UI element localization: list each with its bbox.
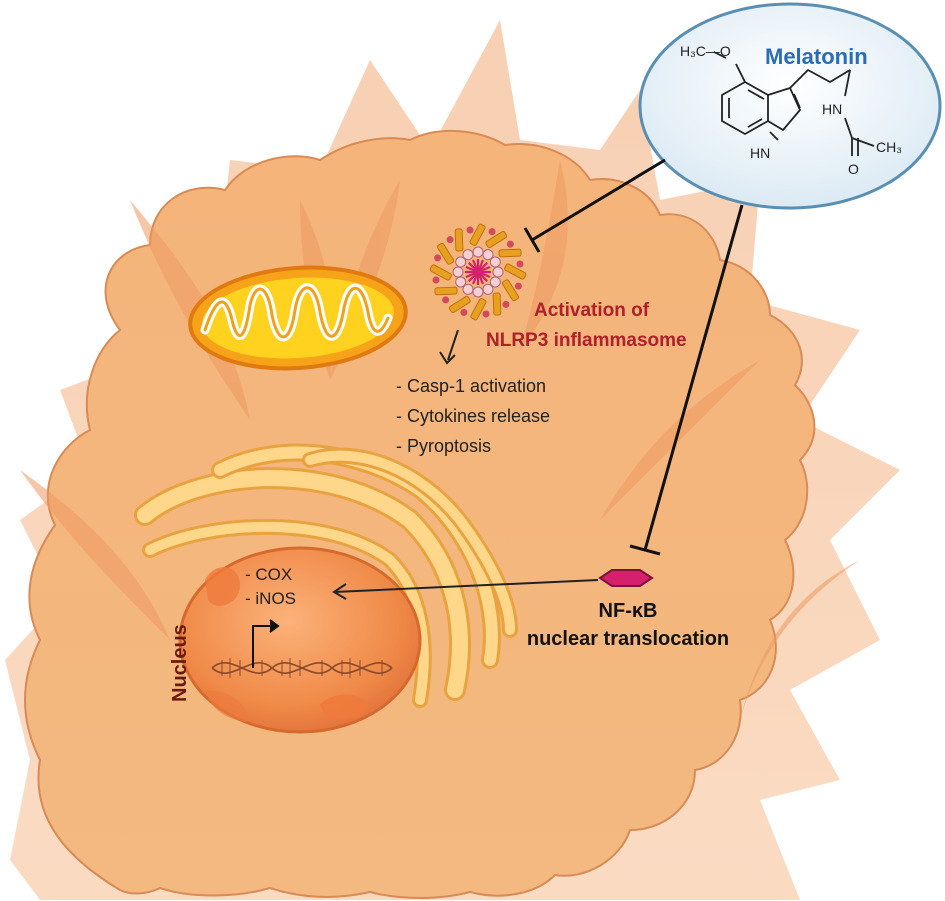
nlrp3-label-line1: Activation of (534, 300, 650, 321)
carbonyl-o-label: O (848, 161, 859, 177)
melatonin-structure-icon (713, 51, 875, 156)
effect-cytokines: - Cytokines release (396, 406, 550, 426)
effect-casp1: - Casp-1 activation (396, 376, 546, 396)
melatonin-bubble (638, 2, 942, 210)
melatonin-title: Melatonin (765, 44, 868, 69)
arrow-nfkb-to-nucleus (332, 579, 599, 600)
methyl-label: CH₃ (876, 139, 902, 155)
methoxy-group-label: H₃C—O (680, 43, 731, 59)
inflammasome-subunit (434, 276, 467, 304)
effect-pyroptosis: - Pyroptosis (396, 436, 491, 456)
inflammasome-subunit (429, 264, 464, 284)
golgi-apparatus (134, 443, 518, 708)
inhibition-line-nlrp3 (523, 158, 666, 253)
inflammasome-subunit (466, 223, 486, 258)
nlrp3-label-line2: NLRP3 inflammasome (486, 330, 687, 351)
inflammasome-subunit (446, 228, 474, 261)
gene-cox: - COX (245, 565, 292, 584)
inflammasome-subunit (489, 276, 522, 302)
inflammasome-subunit (482, 228, 508, 261)
nlrp3-inflammasome-icon (429, 223, 527, 321)
gene-inos: - iNOS (245, 589, 296, 608)
inflammasome-subunit (482, 283, 510, 316)
transcription-arrow-icon (252, 619, 280, 668)
nucleus-label: Nucleus (169, 624, 191, 702)
nfkb-translocation-label: nuclear translocation (527, 628, 729, 650)
nucleus (178, 546, 422, 734)
dna-helix-icon (211, 658, 393, 678)
nfkb-hexagon-icon (598, 569, 654, 587)
nfkb-label: NF-κB (599, 600, 658, 622)
inflammasome-subunit (489, 240, 522, 268)
mitochondrion (188, 265, 408, 371)
arrow-to-effects (439, 329, 459, 365)
inflammasome-subunit (470, 286, 490, 321)
inflammasome-core-spoke (477, 266, 491, 274)
inflammasome-subunit (434, 242, 467, 268)
inhibition-line-nfkb (629, 204, 744, 556)
indole-nh-label: HN (750, 145, 770, 161)
amide-nh-label: HN (822, 101, 842, 117)
inflammasome-subunit (448, 283, 474, 316)
inflammasome-subunit (492, 260, 527, 280)
